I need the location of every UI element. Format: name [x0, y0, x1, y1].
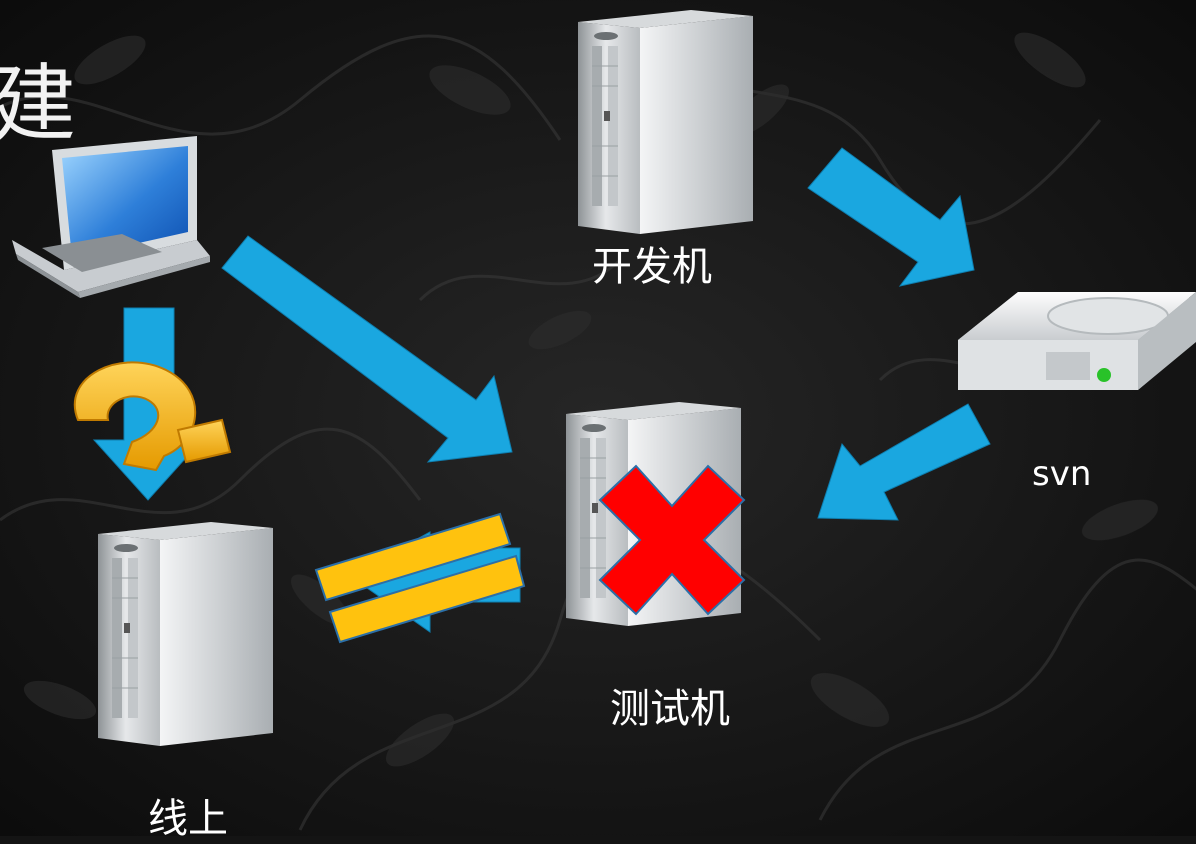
online-label: 线上	[148, 796, 228, 842]
test-machine-label: 测试机	[610, 686, 730, 732]
not-equal-icon	[314, 512, 526, 644]
cross-icon	[598, 464, 746, 616]
arrow-dev-to-svn	[807, 147, 975, 287]
arrow-svn-to-test	[817, 403, 991, 521]
arrow-laptop-to-test	[221, 235, 513, 463]
dev-server-icon	[577, 9, 754, 235]
title-fragment: 建	[0, 55, 77, 153]
question-mark-icon	[74, 361, 232, 472]
online-server-icon	[97, 521, 274, 747]
svn-label: svn	[1032, 454, 1092, 494]
svn-drive-icon	[958, 292, 1196, 390]
dev-machine-label: 开发机	[592, 244, 712, 290]
laptop-icon	[12, 136, 210, 298]
arrow-laptop-to-online	[92, 307, 204, 501]
